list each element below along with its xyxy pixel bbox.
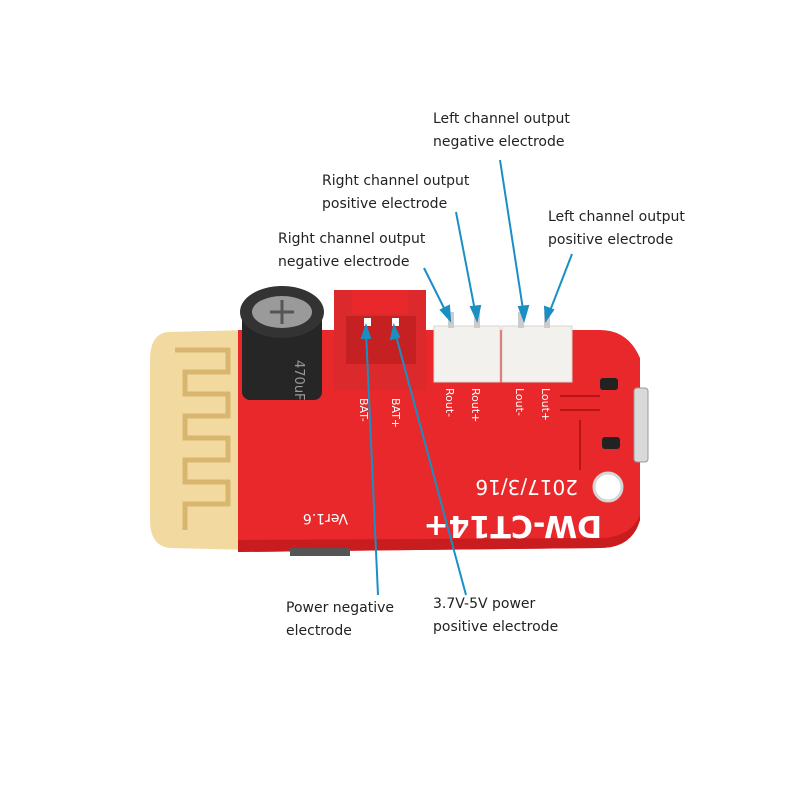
label-right-output-negative: Right channel output negative electrode (278, 231, 426, 270)
pin-label-bat-neg: BAT- (357, 398, 370, 422)
leader-bat-neg (365, 331, 379, 596)
label-power-positive: 3.7V-5V power positive electrode (433, 596, 559, 635)
label-left-output-negative: Left channel output negative electrode (433, 111, 570, 150)
arrow-rout-neg (439, 304, 452, 323)
arrow-lout-pos (543, 305, 555, 323)
mounting-hole (592, 471, 624, 503)
pin-label-lout-neg: Lout- (513, 388, 526, 416)
pin-label-rout-pos: Rout+ (469, 388, 482, 422)
capacitor-label: 470uF (291, 360, 306, 401)
label-power-negative: Power negative electrode (286, 600, 395, 639)
left-speaker-connector (501, 312, 573, 383)
leader-rout-pos (455, 211, 477, 317)
power-connector (334, 290, 426, 390)
antenna-strip (150, 330, 252, 550)
arrow-bat-neg (360, 322, 372, 339)
board-date: 2017/3/16 (475, 475, 578, 499)
label-left-output-positive: Left channel output positive electrode (548, 209, 685, 248)
leader-lout-pos (547, 253, 573, 317)
arrow-lout-neg (517, 304, 530, 324)
leader-lout-neg (499, 159, 525, 317)
board-version: Ver1.6 (303, 510, 348, 526)
arrow-bat-pos (389, 322, 401, 341)
leader-lines (360, 159, 573, 596)
leader-bat-pos (394, 331, 467, 596)
pin-label-rout-neg: Rout- (443, 388, 456, 417)
label-right-output-positive: Right channel output positive electrode (322, 173, 470, 212)
pin-label-lout-pos: Lout+ (539, 388, 552, 421)
capacitor: 470uF (240, 286, 324, 401)
board-model: DW-CT14+ (424, 508, 602, 543)
usb-port (633, 387, 649, 463)
right-speaker-connector (433, 312, 501, 383)
arrow-rout-pos (469, 304, 482, 324)
pin-label-bat-pos: BAT+ (389, 398, 402, 428)
